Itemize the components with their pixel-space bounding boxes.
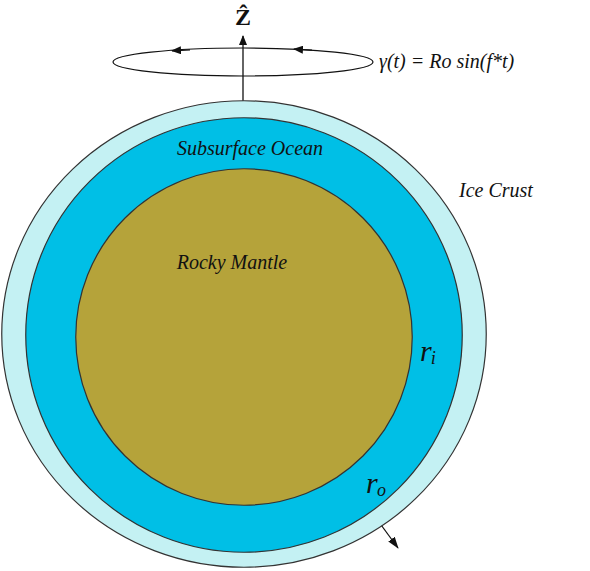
axis-label: Ẑ [235,4,251,30]
rotation-arrow [294,49,312,50]
mantle-disc-outline [75,168,413,506]
ocean-disc: Subsurface OceanRocky Mantle [25,117,463,553]
ice-crust-disc: Ice CrustSubsurface OceanRocky Mantle [1,100,487,568]
inner-radius-label: rᵢ [420,334,436,367]
rotation-formula: γ(t) = Ro sin(f*t) [379,50,514,72]
rotation-axis [242,36,243,102]
rotation-arrow [172,50,190,51]
layer-name: Ice Crust [459,179,533,201]
mantle-disc: Rocky Mantle [75,168,413,506]
layer-name: Subsurface Ocean [177,137,323,159]
outer-radius-label: rₒ [366,466,386,499]
layer-name: Rocky Mantle [177,251,288,273]
